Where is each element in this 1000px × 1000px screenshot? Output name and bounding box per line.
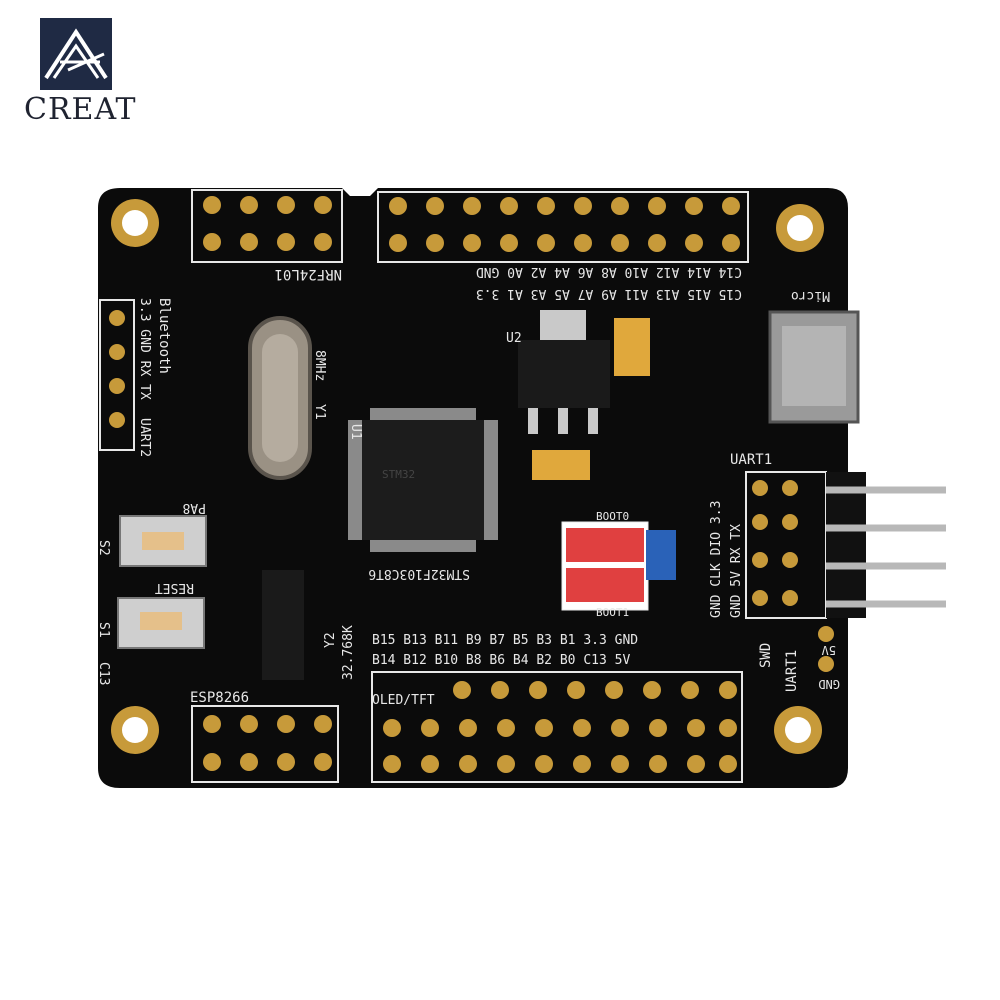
uart2-label: UART2 (137, 418, 152, 457)
mcu-chip: STM32 (348, 408, 498, 552)
uart1-side-label: UART1 (784, 650, 800, 692)
uart1-pins (752, 480, 798, 606)
top-header-pins (389, 197, 740, 252)
oled-label: OLED/TFT (372, 693, 435, 708)
bt-pins-label: 3.3 GND RX TX (137, 298, 152, 400)
right-angle-pins (826, 486, 946, 608)
micro-label: Micro (791, 288, 830, 303)
mcu-label: STM32F103C8T6 (368, 566, 470, 581)
y2-label: Y2 (323, 632, 338, 648)
s2-label: S2 (96, 540, 111, 556)
u1-label: U1 (348, 424, 363, 440)
nrf-label: NRF24L01 (275, 266, 342, 282)
boot0-label: BOOT0 (596, 510, 629, 523)
uart2-pins (109, 310, 125, 428)
boot1-label: BOOT1 (596, 606, 629, 619)
s1-label: S1 (96, 622, 111, 638)
c13-label: C13 (96, 662, 111, 685)
creat-logo (40, 18, 112, 90)
top-row2-label: C15 A15 A13 A11 A9 A7 A5 A3 A1 3.3 (476, 286, 742, 301)
uart1-pins-label: GND 5V RX TX (729, 524, 744, 618)
uart1-label: UART1 (730, 452, 772, 468)
esp-label: ESP8266 (190, 690, 249, 706)
swd-label: SWD (758, 643, 774, 668)
mounting-holes (111, 199, 824, 754)
reset-label: RESET (155, 580, 194, 595)
bot-row2-label: B14 B12 B10 B8 B6 B4 B2 B0 C13 5V (372, 653, 630, 668)
gnd-label: GND (818, 677, 840, 691)
swd-pins-label: GND CLK DIO 3.3 (709, 501, 724, 618)
bot-row1-label: B15 B13 B11 B9 B7 B5 B3 B1 3.3 GND (372, 633, 638, 648)
u2-label: U2 (506, 331, 522, 346)
k32-label: 32.768K (341, 625, 356, 680)
top-row1-label: C14 A14 A12 A10 A8 A6 A4 A2 A0 GND (476, 264, 742, 279)
bluetooth-label: Bluetooth (156, 298, 172, 374)
oled-pins (383, 681, 737, 773)
esp-pins (203, 715, 332, 771)
pa8-label: PA8 (183, 500, 206, 515)
mhz-label: 8MHz (312, 350, 327, 381)
brand-text: CREAT (24, 92, 137, 127)
5v-label: 5V (822, 643, 836, 657)
svg-text:STM32: STM32 (382, 468, 415, 481)
nrf-header-pins (203, 196, 332, 251)
y1-label: Y1 (312, 404, 327, 420)
